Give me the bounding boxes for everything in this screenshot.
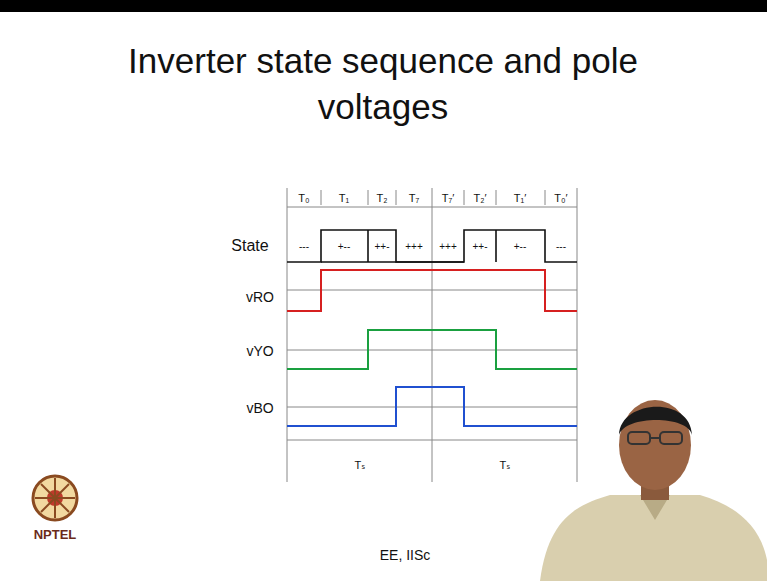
vbo-waveform [287, 387, 577, 426]
vyo-waveform [287, 330, 577, 369]
signal-name: vYO [246, 344, 273, 359]
state-waveform [287, 230, 577, 262]
time-interval: T₇′ [442, 192, 455, 204]
signal-name: vBO [246, 401, 273, 416]
institute-note: EE, IISc [380, 548, 431, 563]
period-label: Tₛ [355, 459, 366, 471]
logo-text: NPTEL [34, 528, 77, 542]
vro-waveform [287, 270, 577, 311]
time-interval: T₁ [339, 192, 349, 204]
grid [287, 188, 577, 482]
state-code: +-- [514, 241, 527, 252]
state-code: +++ [405, 241, 423, 252]
time-interval: T₇ [409, 192, 420, 204]
time-interval: T₁′ [514, 192, 527, 204]
time-interval: T₂′ [473, 192, 486, 204]
time-interval: T₀ [298, 192, 309, 204]
state-code: +++ [439, 241, 457, 252]
time-interval: T₂ [377, 192, 388, 204]
top-bar [0, 0, 767, 12]
nptel-logo [33, 476, 77, 520]
period-label: Tₛ [500, 459, 511, 471]
time-interval: T₀′ [554, 192, 567, 204]
state-code: --- [299, 241, 309, 252]
state-code: ++- [472, 241, 487, 252]
state-code: +-- [338, 241, 351, 252]
slide-title: Inverter state sequence and pole voltage… [83, 38, 683, 129]
state-code: ++- [374, 241, 389, 252]
presenter-figure [540, 400, 767, 581]
signal-name: vRO [246, 290, 274, 305]
state-code: --- [556, 241, 566, 252]
row-label: State [231, 237, 268, 255]
